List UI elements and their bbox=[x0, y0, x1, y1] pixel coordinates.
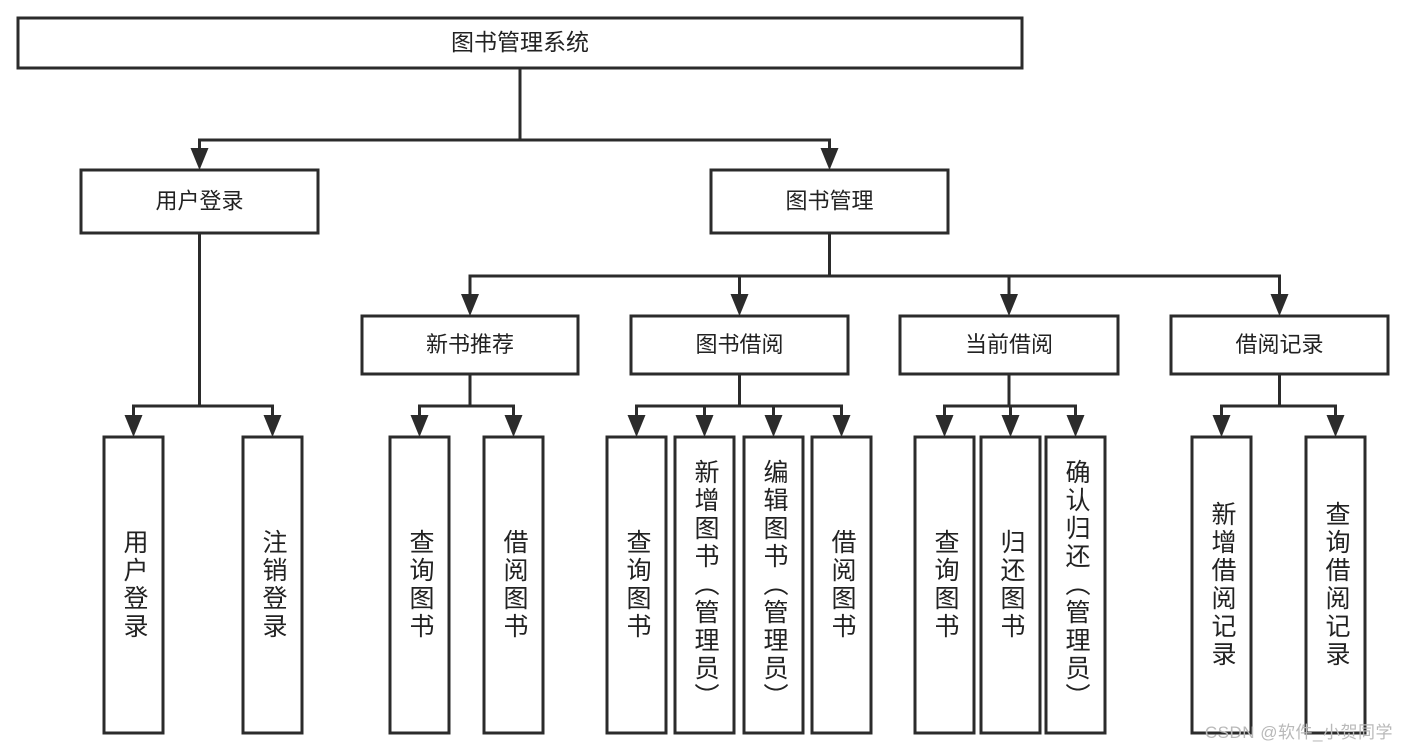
node-leaf-4[interactable] bbox=[605, 435, 668, 735]
arrow-head-user-leaf-0 bbox=[124, 415, 143, 437]
node-label: 当前借阅 bbox=[965, 332, 1053, 357]
arrow-head-1-leaf-0 bbox=[627, 415, 646, 437]
node-leaf-10[interactable] bbox=[1044, 435, 1107, 735]
node-root[interactable]: 图书管理系统 bbox=[16, 16, 1024, 70]
arrow-head-1-leaf-3 bbox=[832, 415, 851, 437]
node-level2-0[interactable]: 用户登录 bbox=[79, 168, 320, 235]
node-level3-1[interactable]: 图书借阅 bbox=[629, 314, 850, 376]
arrow-head-0-leaf-0 bbox=[410, 415, 429, 437]
node-level3-3[interactable]: 借阅记录 bbox=[1169, 314, 1390, 376]
arrow-head-books-child-1 bbox=[730, 294, 749, 316]
node-leaf-0[interactable] bbox=[102, 435, 165, 735]
arrow-head-1-leaf-2 bbox=[764, 415, 783, 437]
arrow-head-1-leaf-1 bbox=[695, 415, 714, 437]
node-leaf-2[interactable] bbox=[388, 435, 451, 735]
node-leaf-5[interactable] bbox=[673, 435, 736, 735]
arrow-head-3-leaf-1 bbox=[1326, 415, 1345, 437]
node-leaf-11[interactable] bbox=[1190, 435, 1253, 735]
node-leaf-1[interactable] bbox=[241, 435, 304, 735]
arrow-head-root-child-1 bbox=[820, 148, 839, 170]
node-leaf-6[interactable] bbox=[742, 435, 805, 735]
node-label: 用户登录 bbox=[155, 188, 243, 213]
arrow-head-books-child-3 bbox=[1270, 294, 1289, 316]
arrow-head-books-child-0 bbox=[461, 294, 479, 316]
arrow-head-0-leaf-1 bbox=[504, 415, 523, 437]
node-level3-2[interactable]: 当前借阅 bbox=[898, 314, 1120, 376]
node-leaf-3[interactable] bbox=[482, 435, 545, 735]
arrow-head-2-leaf-1 bbox=[1001, 415, 1020, 437]
node-level2-1[interactable]: 图书管理 bbox=[709, 168, 950, 235]
node-label: 图书管理系统 bbox=[451, 29, 589, 55]
arrow-head-3-leaf-0 bbox=[1212, 415, 1231, 437]
watermark: CSDN @软件_小贺同学 bbox=[1204, 723, 1393, 742]
node-leaf-7[interactable] bbox=[810, 435, 873, 735]
arrow-head-user-leaf-1 bbox=[263, 415, 282, 437]
node-leaf-9[interactable] bbox=[979, 435, 1042, 735]
node-label: 借阅记录 bbox=[1235, 332, 1323, 357]
arrow-head-books-child-2 bbox=[1000, 294, 1018, 316]
arrow-head-2-leaf-0 bbox=[935, 415, 954, 437]
connector-layer bbox=[124, 66, 1345, 437]
arrow-head-root-child-0 bbox=[190, 148, 209, 170]
node-label: 图书管理 bbox=[785, 188, 873, 213]
node-level3-0[interactable]: 新书推荐 bbox=[360, 314, 580, 376]
node-label: 新书推荐 bbox=[426, 332, 514, 357]
arrow-head-2-leaf-2 bbox=[1066, 415, 1085, 437]
node-leaf-12[interactable] bbox=[1304, 435, 1367, 735]
node-label: 图书借阅 bbox=[695, 332, 783, 357]
node-leaf-8[interactable] bbox=[913, 435, 976, 735]
